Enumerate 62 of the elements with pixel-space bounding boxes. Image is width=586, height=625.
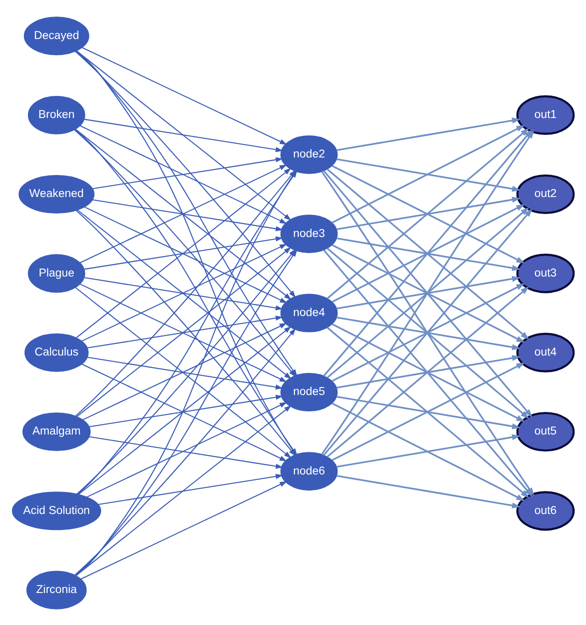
arrow — [86, 402, 288, 498]
arrow — [326, 286, 530, 457]
arrow — [76, 404, 292, 576]
node-ellipse: Calculus — [24, 332, 89, 372]
arrow — [76, 246, 292, 416]
arrow — [336, 316, 521, 350]
arrow — [336, 354, 521, 388]
arrow — [336, 395, 521, 429]
arrow — [84, 276, 283, 310]
arrow — [336, 117, 521, 151]
arrow — [326, 206, 530, 378]
arrow — [92, 156, 284, 189]
arrow — [82, 322, 287, 420]
arrow — [78, 326, 292, 494]
arrow — [332, 244, 525, 342]
arrow — [98, 473, 283, 505]
arrow — [332, 322, 525, 422]
node-ellipse: Weakened — [18, 174, 94, 214]
arrow — [75, 286, 292, 458]
arrow — [332, 402, 525, 500]
arrow — [332, 204, 525, 302]
arrow — [89, 436, 284, 468]
arrow — [332, 362, 525, 460]
arrow — [336, 236, 521, 270]
arrow — [336, 474, 521, 508]
arrow — [336, 158, 521, 192]
node-ellipse: Amalgam — [22, 412, 91, 451]
arrow — [326, 128, 530, 299]
arrow — [84, 206, 288, 303]
node-ellipse: Decayed — [24, 16, 90, 55]
node-ellipse: Zirconia — [26, 570, 87, 609]
arrow — [75, 128, 292, 300]
node-ellipse: Acid Solution — [12, 491, 102, 530]
arrow — [336, 196, 521, 230]
arrow — [80, 480, 288, 580]
arrow — [87, 315, 283, 348]
arrow — [323, 170, 532, 418]
arrow — [332, 282, 525, 382]
arrow — [77, 209, 292, 379]
arrow — [89, 394, 284, 427]
arrow — [323, 208, 532, 456]
arrow — [336, 275, 521, 309]
arrow — [80, 124, 287, 224]
arrow — [80, 282, 287, 382]
arrow — [84, 118, 283, 152]
arrow — [81, 363, 287, 461]
arrow — [81, 243, 287, 342]
arrow — [326, 247, 530, 418]
arrow — [332, 124, 525, 223]
arrow — [336, 434, 521, 468]
arrow — [92, 198, 284, 231]
arrow — [84, 236, 283, 270]
node-ellipse: Broken — [28, 95, 86, 134]
arrow — [80, 164, 287, 263]
arrow — [87, 356, 283, 390]
node-ellipse: Plague — [28, 254, 86, 292]
arrow — [76, 167, 292, 338]
arrow — [323, 248, 532, 496]
arrow — [82, 46, 288, 144]
arrow — [326, 326, 530, 498]
arrow — [326, 168, 530, 340]
arrow — [332, 164, 525, 263]
